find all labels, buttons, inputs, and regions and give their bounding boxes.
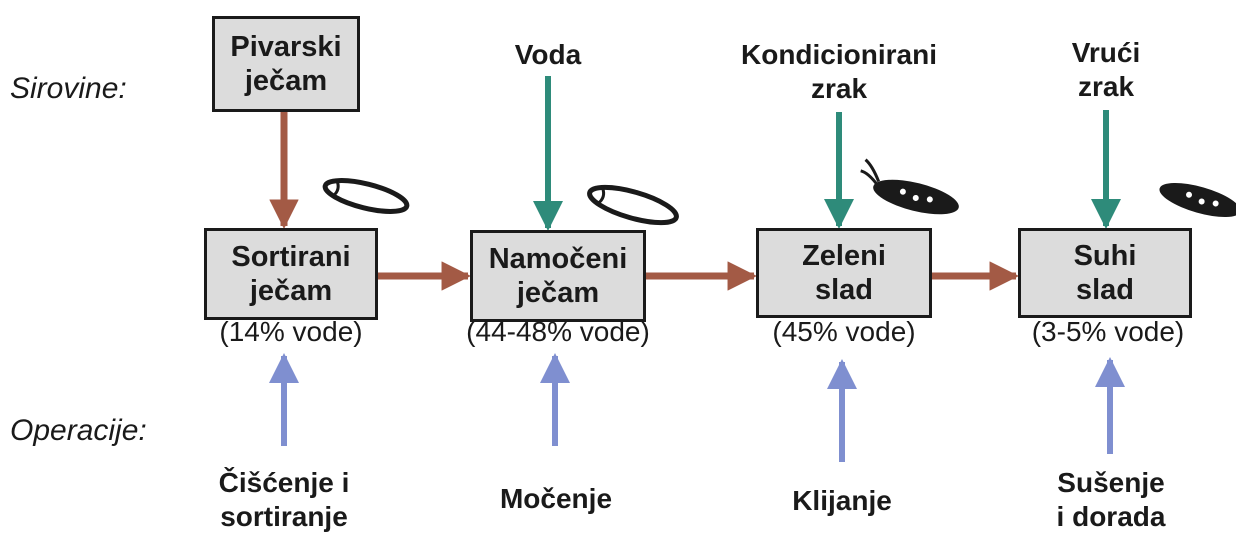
- stage-box-zeleni: Zeleni slad: [756, 228, 932, 318]
- stage-line2: ječam: [516, 277, 600, 309]
- input-label-kondicionirani-zrak: Kondicionirani zrak: [734, 38, 944, 106]
- input-line1: Voda: [514, 39, 582, 70]
- input-label-vruci-zrak: Vrući zrak: [1036, 36, 1176, 104]
- stage-box-sortirani: Sortirani ječam: [204, 228, 378, 320]
- operation-label-mocenje: Močenje: [476, 482, 636, 516]
- stage-line1: Zeleni: [802, 240, 886, 272]
- stage-line1: Namočeni: [488, 243, 628, 275]
- raw-material-line1: Pivarski: [230, 31, 342, 63]
- stage-line1: Sortirani: [231, 241, 351, 273]
- operations-row-label: Operacije:: [10, 414, 147, 447]
- raw-material-box: Pivarski ječam: [212, 16, 360, 112]
- input-label-voda: Voda: [468, 38, 628, 72]
- stage-line2: slad: [1075, 274, 1135, 306]
- sprouted-grain-icon: [860, 158, 959, 215]
- input-line2: zrak: [1077, 71, 1135, 102]
- stage-line2: ječam: [249, 275, 333, 307]
- dried-malt-icon: [1159, 182, 1236, 218]
- operation-label-susenje: Sušenje i dorada: [1036, 466, 1186, 534]
- operation-line1: Klijanje: [792, 485, 892, 516]
- stage-box-suhi: Suhi slad: [1018, 228, 1192, 318]
- barley-grain-icon: [322, 178, 410, 214]
- operation-line2: i dorada: [1056, 501, 1166, 532]
- water-content-namoceni: (44-48% vode): [466, 316, 650, 347]
- water-content-zeleni: (45% vode): [772, 316, 916, 347]
- operation-line1: Čišćenje i: [218, 467, 350, 498]
- raw-material-line2: ječam: [244, 65, 328, 97]
- stage-box-namoceni: Namočeni ječam: [470, 230, 646, 322]
- operation-label-klijanje: Klijanje: [762, 484, 922, 518]
- input-line1: Kondicionirani: [741, 39, 937, 70]
- soaked-grain-icon: [587, 184, 679, 226]
- stage-line2: slad: [814, 274, 874, 306]
- operation-line2: sortiranje: [220, 501, 348, 532]
- stage-line1: Suhi: [1073, 240, 1137, 272]
- input-line2: zrak: [810, 73, 868, 104]
- operation-label-ciscenje: Čišćenje i sortiranje: [196, 466, 372, 534]
- operation-line1: Sušenje: [1057, 467, 1165, 498]
- inputs-row-label: Sirovine:: [10, 72, 127, 105]
- water-content-suhi: (3-5% vode): [1031, 316, 1185, 347]
- operation-line1: Močenje: [499, 483, 613, 514]
- water-content-sortirani: (14% vode): [219, 316, 363, 347]
- input-line1: Vrući: [1071, 37, 1141, 68]
